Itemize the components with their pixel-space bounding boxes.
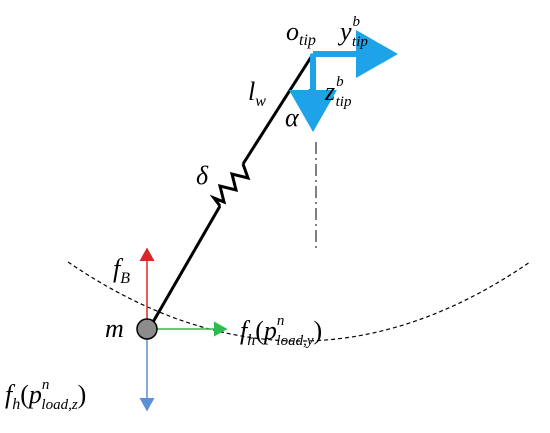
tether-length-label: lw [248,77,266,110]
tether [147,53,315,330]
tip-origin-label: otip [286,17,316,49]
delta-label: δ [196,161,209,190]
trajectory-arc [67,261,531,342]
mass-label: m [105,314,124,343]
mass-point [136,318,158,340]
buoyancy-force-label: fB [113,254,130,287]
alpha-label: α [285,103,300,132]
